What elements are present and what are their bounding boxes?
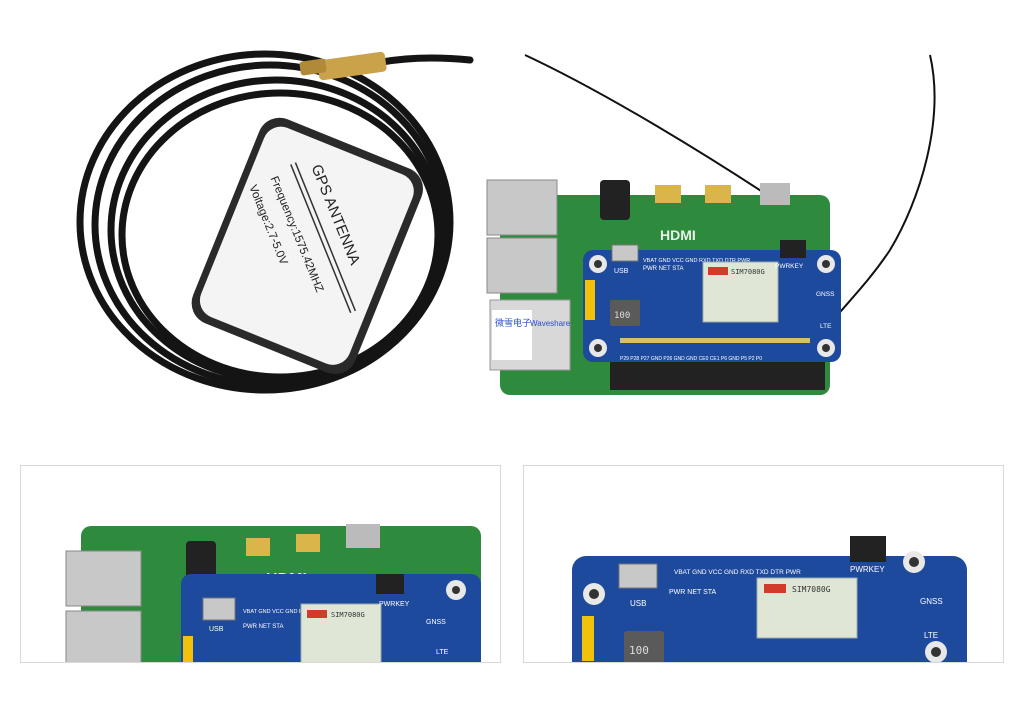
module-label: SIM7080G (731, 268, 765, 276)
thumb-right-usb: USB (630, 599, 646, 608)
thumbnail-right-photo: USB PWR NET STA VBAT GND VCC GND RXD TXD… (572, 536, 967, 662)
thumb-left-header-top: VBAT GND VCC GND RXD TXD DTR PWR (243, 609, 350, 615)
gps-antenna (191, 117, 424, 375)
thumb-left-indicators: PWR NET STA (243, 624, 283, 630)
sma-connector (299, 51, 387, 81)
thumb-right-gnss: GNSS (920, 597, 943, 606)
thumbnail-right: USB PWR NET STA VBAT GND VCC GND RXD TXD… (523, 465, 1004, 663)
usb-label: USB (614, 268, 629, 275)
lte-label: LTE (820, 323, 832, 330)
thumb-left-gnss: GNSS (426, 619, 446, 626)
thumb-right-lte: LTE (924, 631, 938, 640)
thumb-right-indicators: PWR NET STA (669, 589, 717, 596)
thumb-right-module: SIM7080G (792, 585, 831, 594)
header-bottom-label: P29 P28 P27 GND P26 GND GND CE0 CE1 P6 G… (620, 356, 762, 362)
header-top-label: VBAT GND VCC GND RXD TXD DTR PWR (643, 258, 750, 264)
thumb-right-header-top: VBAT GND VCC GND RXD TXD DTR PWR (674, 569, 801, 576)
inductor-100-label: 100 (614, 311, 630, 321)
thumbnail-left-photo: HDMI USB PWR NET STA VBAT GND VCC GND RX… (65, 524, 481, 662)
label-cn: 微雪电子 (495, 317, 531, 328)
thumb-left-module: SIM7080G (331, 611, 365, 619)
thumb-left-usb: USB (209, 626, 224, 633)
thumbnail-left: HDMI USB PWR NET STA VBAT GND VCC GND RX… (20, 465, 501, 663)
sim7080g-hat: USB PWR NET STA VBAT GND VCC GND RXD TXD… (583, 240, 841, 362)
thumb-left-pwrkey: PWRKEY (379, 601, 410, 608)
thumb-right-100: 100 (629, 644, 649, 657)
gnss-wire (834, 54, 936, 319)
indicators-label: PWR NET STA (643, 266, 683, 272)
gnss-label: GNSS (816, 291, 835, 298)
thumb-right-pwrkey: PWRKEY (850, 565, 885, 574)
label-brand: Waveshare (530, 319, 571, 328)
thumb-left-lte: LTE (436, 649, 449, 656)
hdmi-label: HDMI (660, 227, 696, 243)
pwrkey-label: PWRKEY (775, 263, 804, 270)
